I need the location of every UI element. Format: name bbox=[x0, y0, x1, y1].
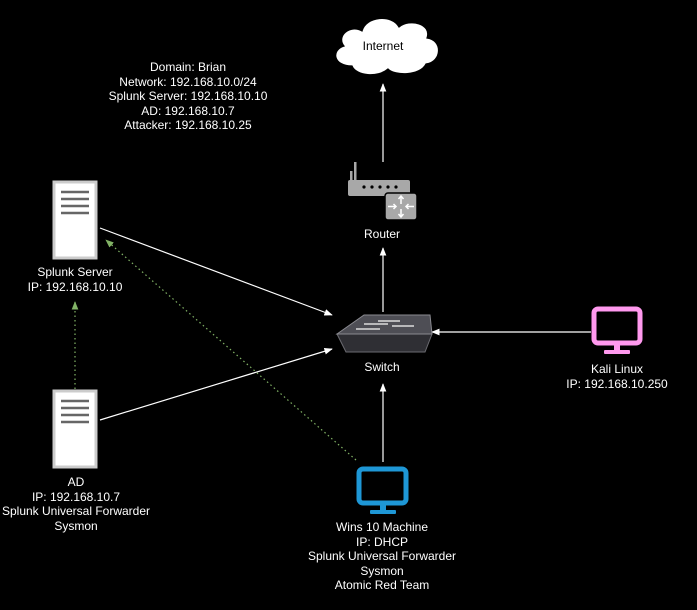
info-line: AD: 192.168.10.7 bbox=[141, 103, 235, 118]
splunk-server-label: Splunk Server IP: 192.168.10.10 bbox=[28, 265, 123, 294]
node-line: IP: 192.168.10.10 bbox=[27, 279, 123, 294]
node-line: AD bbox=[67, 475, 85, 489]
node-line: Sysmon bbox=[54, 518, 98, 533]
link-ad-switch bbox=[99, 347, 333, 421]
windows-label: Wins 10 Machine IP: DHCP Splunk Universa… bbox=[308, 520, 456, 593]
node-line: Splunk Universal Forwarder bbox=[307, 549, 457, 564]
node-line: Sysmon bbox=[360, 563, 404, 578]
server-icon bbox=[52, 180, 98, 260]
internet-label: Internet bbox=[362, 39, 404, 53]
ad-label: AD IP: 192.168.10.7 Splunk Universal For… bbox=[2, 475, 150, 533]
kali-label: Kali Linux IP: 192.168.10.250 bbox=[566, 362, 667, 391]
node-line: Wins 10 Machine bbox=[335, 520, 429, 534]
monitor-icon bbox=[591, 306, 643, 354]
cloud-icon bbox=[335, 17, 440, 76]
info-line: Splunk Server: 192.168.10.10 bbox=[108, 89, 268, 104]
node-line: IP: 192.168.10.250 bbox=[566, 376, 668, 391]
router-icon bbox=[348, 162, 418, 221]
switch-icon bbox=[335, 314, 433, 353]
switch-label: Switch bbox=[364, 360, 400, 374]
log-windows-to-splunk bbox=[105, 239, 357, 461]
node-line: Splunk Server bbox=[37, 265, 113, 279]
monitor-icon bbox=[356, 466, 409, 514]
node-line: Kali Linux bbox=[590, 362, 644, 376]
server-icon bbox=[52, 389, 98, 469]
link-splunk-switch bbox=[99, 227, 333, 316]
network-info-text: Domain: Brian Network: 192.168.10.0/24 S… bbox=[109, 60, 268, 133]
node-line: Atomic Red Team bbox=[334, 578, 430, 593]
info-line: Network: 192.168.10.0/24 bbox=[119, 74, 257, 89]
info-line: Attacker: 192.168.10.25 bbox=[124, 118, 252, 133]
node-line: IP: 192.168.10.7 bbox=[31, 489, 121, 504]
router-label: Router bbox=[363, 227, 401, 241]
info-line: Domain: Brian bbox=[149, 60, 227, 74]
node-line: Splunk Universal Forwarder bbox=[1, 504, 151, 519]
node-line: IP: DHCP bbox=[355, 534, 408, 549]
